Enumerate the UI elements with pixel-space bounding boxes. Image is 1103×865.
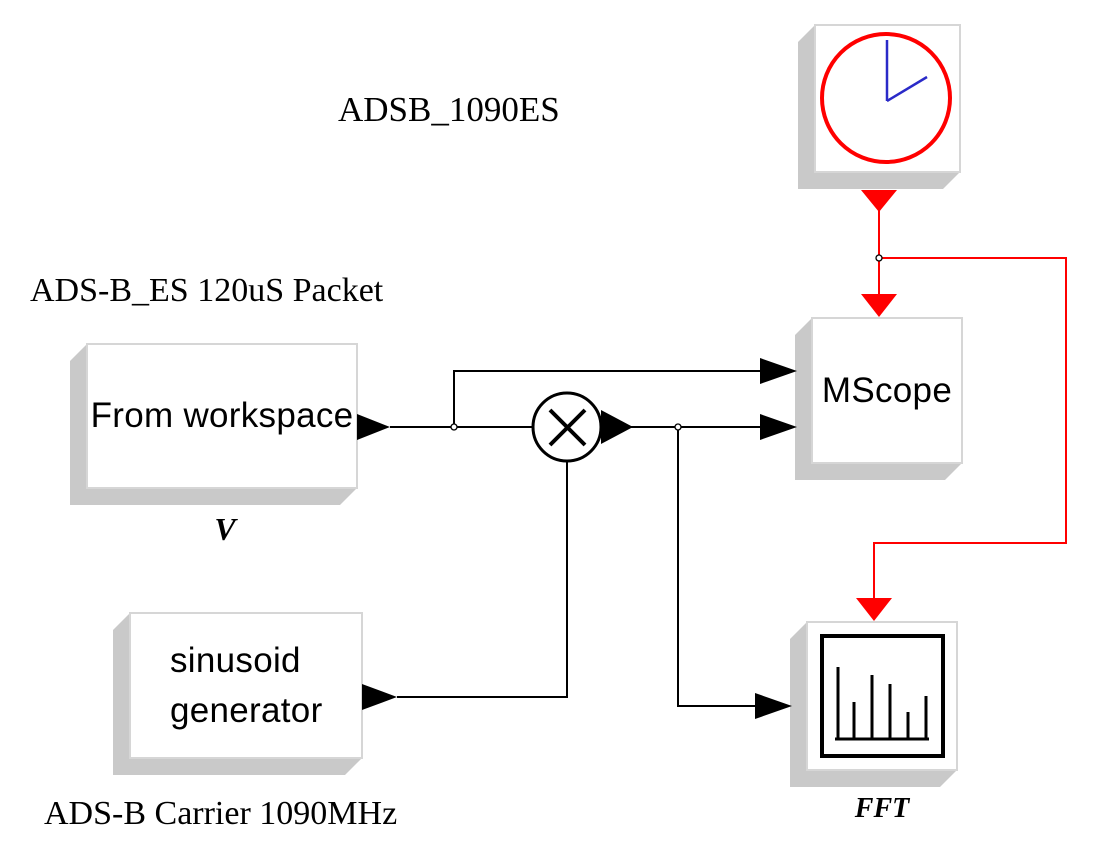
diagram-title[interactable]: ADSB_1090ES [338,90,560,129]
packet-annotation[interactable]: ADS-B_ES 120uS Packet [30,272,384,309]
arrowhead-clock-out [861,190,897,212]
sinusoid-block-label: sinusoid generator [130,613,362,758]
multiplier-block[interactable] [531,391,603,463]
mscope-block-label: MScope [821,370,953,410]
fft-block-name[interactable]: FFT [854,793,910,824]
arrowhead-mscope-in1 [760,358,797,384]
wire-workspace-branch-to-mscope-in1[interactable] [453,370,765,427]
sinusoid-label-line2: generator [170,690,323,730]
sinusoid-generator-block[interactable] [129,612,363,759]
mscope-block[interactable] [811,317,963,464]
arrowhead-fft-top-in [856,598,892,621]
from-workspace-block[interactable] [86,343,358,489]
sinusoid-label-line1: sinusoid [170,640,301,680]
branch-dot-multiplier-out [674,423,682,431]
spectrum-analyzer-icon [820,634,945,758]
arrowhead-mscope-top-in [861,294,897,317]
arrowheads [357,190,897,719]
arrowhead-workspace-out [357,414,390,440]
arrowhead-multiplier-out [601,410,633,444]
carrier-annotation[interactable]: ADS-B Carrier 1090MHz [44,795,398,832]
wire-sinusoid-to-multiplier[interactable] [397,461,568,698]
from-workspace-block-name[interactable]: V [214,511,236,547]
wire-multiplier-branch-to-fft-in[interactable] [677,427,760,707]
arrowhead-mscope-in2 [760,414,797,440]
wire-clock-branch-to-fft[interactable] [873,257,1067,599]
from-workspace-block-label: From workspace [90,396,354,435]
branch-dot-clock [875,254,883,262]
signal-wires [390,370,765,707]
clock-icon [820,32,952,164]
arrowhead-fft-in [755,693,792,719]
arrowhead-sinusoid-out [362,684,397,710]
branch-dots [450,254,883,431]
branch-dot-workspace [450,423,458,431]
